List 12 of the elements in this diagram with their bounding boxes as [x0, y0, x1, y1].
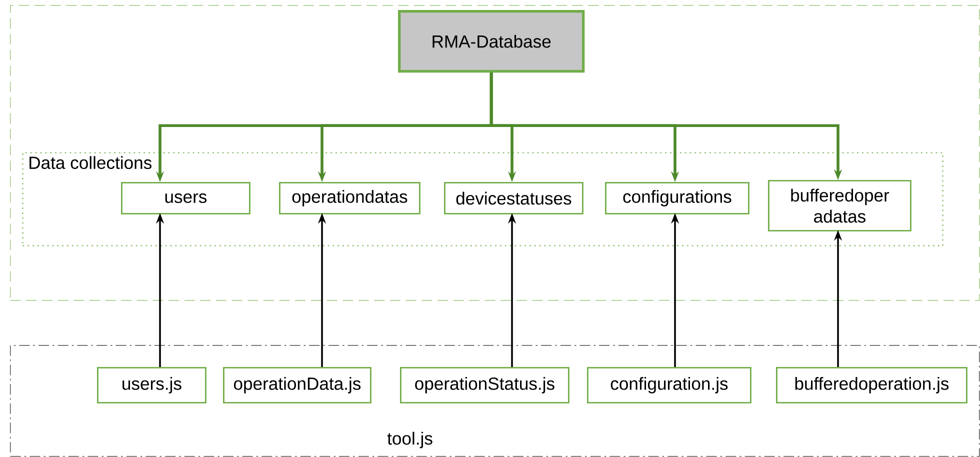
collection-box: configuration.js — [587, 367, 752, 404]
collection-box: devicestatuses — [444, 182, 584, 214]
collection-box: users.js — [97, 367, 206, 404]
collection-box: bufferedoperation.js — [776, 367, 968, 404]
database-region — [10, 5, 980, 301]
database-box: RMA-Database — [398, 10, 585, 73]
collection-box: operationStatus.js — [400, 367, 570, 404]
collection-box: bufferedoper adatas — [768, 180, 912, 232]
collection-box: operationData.js — [223, 367, 372, 404]
collection-box: users — [121, 182, 250, 214]
collection-box: configurations — [605, 182, 750, 214]
collection-box: operationdatas — [279, 182, 420, 214]
